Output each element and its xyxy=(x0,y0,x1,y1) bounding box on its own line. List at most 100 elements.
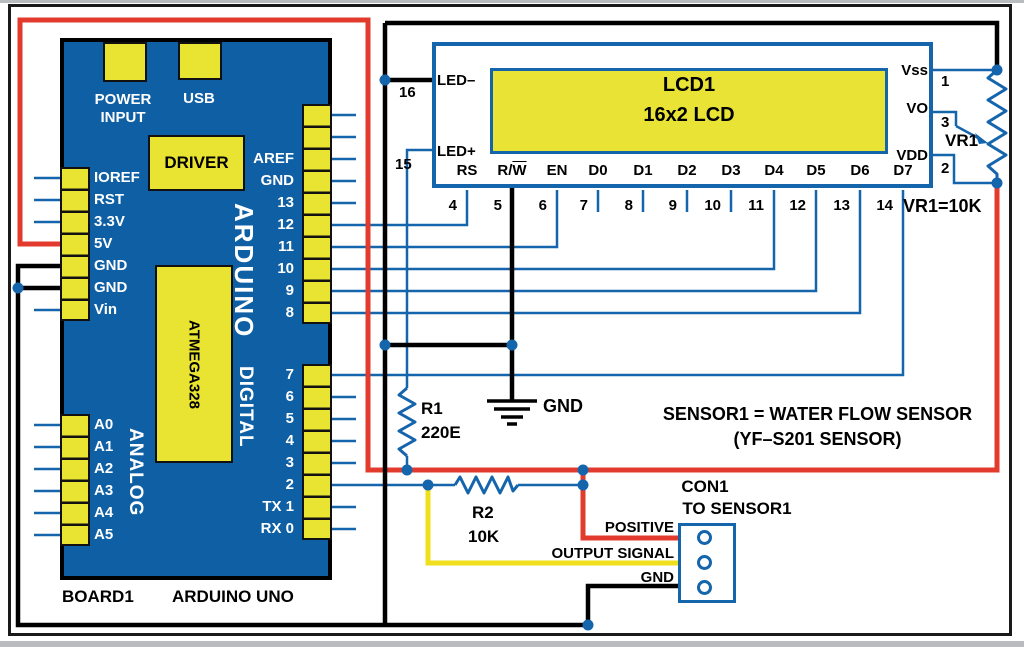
pin-label-5v: 5V xyxy=(94,235,113,252)
pin-label-13: 13 xyxy=(277,194,294,211)
driver-label: DRIVER xyxy=(164,153,229,172)
pin-label-2: 2 xyxy=(285,476,294,493)
lcd-pin-d2: D2 xyxy=(677,162,697,179)
con1-signal-label: OUTPUT SIGNAL xyxy=(551,545,675,562)
gnd-symbol-label: GND xyxy=(543,396,583,416)
lcd-pin-num-12: 12 xyxy=(789,197,806,214)
lcd-ref-label: LCD1 xyxy=(662,74,716,96)
pin-label-vin: Vin xyxy=(94,301,118,318)
con1-connector xyxy=(678,523,736,603)
digital-top-pin-header xyxy=(302,104,332,324)
power-input-label-2: INPUT xyxy=(100,109,146,126)
vr1-ref-label: VR1 xyxy=(945,131,979,150)
power-input-label-1: POWER xyxy=(94,91,152,108)
pin-label-3: 3 xyxy=(285,454,294,471)
lcd-led-minus-label: LED– xyxy=(437,72,476,89)
pin-label-a0: A0 xyxy=(94,416,114,433)
digital-bottom-pin-header xyxy=(302,364,332,540)
pin-label-8: 8 xyxy=(285,304,294,321)
pin-label-a5: A5 xyxy=(94,526,114,543)
sensor-note-line2: (YF–S201 SENSOR) xyxy=(733,429,902,449)
pin-label-aref: AREF xyxy=(253,150,294,167)
lcd-pin-d0: D0 xyxy=(588,162,608,179)
pin-label-rst: RST xyxy=(94,191,124,208)
board-ref-label: BOARD1 xyxy=(62,587,134,606)
lcd-pin-num-10: 10 xyxy=(704,197,721,214)
atmega328-label: ATMEGA328 xyxy=(185,319,203,409)
pin-label-gnd-top: GND xyxy=(260,172,294,189)
lcd-pin-num-2: 2 xyxy=(941,160,950,177)
ground-symbol xyxy=(487,399,537,426)
lcd-pin-num-8: 8 xyxy=(624,197,633,214)
lcd-pin-d6: D6 xyxy=(850,162,870,179)
pin-label-a2: A2 xyxy=(94,460,114,477)
con1-positive-label: POSITIVE xyxy=(604,519,674,536)
r2-ref-label: R2 xyxy=(472,503,494,522)
sensor-note-line1: SENSOR1 = WATER FLOW SENSOR xyxy=(662,404,973,424)
lcd-pin-num-3: 3 xyxy=(941,114,950,131)
power-input-pad xyxy=(103,42,147,82)
top-edge xyxy=(0,0,1024,3)
usb-pad xyxy=(178,42,222,80)
con1-gnd-label: GND xyxy=(640,569,674,586)
digital-group-label: DIGITAL xyxy=(235,366,256,448)
pin-label-tx1: TX 1 xyxy=(262,498,294,515)
r1-ref-label: R1 xyxy=(421,399,443,418)
driver-chip: DRIVER xyxy=(148,135,245,191)
lcd-pin-vo: VO xyxy=(906,100,928,117)
atmega328-chip: ATMEGA328 xyxy=(155,265,233,463)
pin-label-6: 6 xyxy=(285,388,294,405)
pin-label-9: 9 xyxy=(285,282,294,299)
lcd-pin-num-11: 11 xyxy=(748,197,764,214)
pin-label-rx0: RX 0 xyxy=(260,520,294,537)
con1-pin-signal-hole xyxy=(697,555,712,570)
lcd-pin-d4: D4 xyxy=(764,162,784,179)
board-name-label: ARDUINO UNO xyxy=(172,587,294,606)
con1-pin-positive-hole xyxy=(697,530,712,545)
lcd-pin-d3: D3 xyxy=(721,162,741,179)
lcd-pin-num-13: 13 xyxy=(833,197,850,214)
lcd-type-label: 16x2 LCD xyxy=(643,104,735,126)
lcd-pin-vss: Vss xyxy=(901,62,928,79)
con1-ref-label: CON1 xyxy=(681,477,729,496)
junction-dots xyxy=(12,64,1003,631)
r1-value-label: 220E xyxy=(421,423,461,442)
lcd-pin-num-6: 6 xyxy=(538,197,547,214)
pin-label-ioref: IOREF xyxy=(94,169,140,186)
lcd-pin15-number: 15 xyxy=(395,156,412,173)
pin-label-a4: A4 xyxy=(94,504,114,521)
lcd-pin-num-5: 5 xyxy=(493,197,502,214)
pin-label-a1: A1 xyxy=(94,438,114,455)
analog-pin-header xyxy=(60,414,90,546)
r2-value-label: 10K xyxy=(468,527,500,546)
vr1-value-label: VR1=10K xyxy=(903,196,982,216)
con1-sub-label: TO SENSOR1 xyxy=(682,499,792,518)
pin-label-12: 12 xyxy=(277,216,294,233)
lcd-pin-en: EN xyxy=(546,162,568,179)
pin-label-10: 10 xyxy=(277,260,294,277)
pin-label-gnd1: GND xyxy=(94,257,128,274)
pin-label-4: 4 xyxy=(285,432,294,449)
analog-group-label: ANALOG xyxy=(125,428,146,517)
pin-label-7: 7 xyxy=(285,366,294,383)
pin-label-gnd2: GND xyxy=(94,279,128,296)
power-pin-header xyxy=(60,167,90,321)
lcd-pin16-number: 16 xyxy=(399,84,416,101)
lcd-pin-rs: RS xyxy=(456,162,478,179)
lcd-pin-num-9: 9 xyxy=(668,197,677,214)
pin-label-5: 5 xyxy=(285,410,294,427)
lcd-screen xyxy=(490,68,888,154)
schematic-frame xyxy=(8,4,1012,636)
bottom-edge xyxy=(0,641,1024,647)
lcd-pin-num-14: 14 xyxy=(876,197,893,214)
lcd-led-plus-label: LED+ xyxy=(437,143,476,160)
lcd-pin-rw: R/W xyxy=(497,162,527,179)
pin-label-3v3: 3.3V xyxy=(94,213,125,230)
lcd-pin-d5: D5 xyxy=(806,162,826,179)
usb-label: USB xyxy=(183,90,215,107)
lcd-pin-num-7: 7 xyxy=(579,197,588,214)
pin-label-11: 11 xyxy=(278,238,294,255)
lcd-pin-vdd: VDD xyxy=(896,147,928,164)
